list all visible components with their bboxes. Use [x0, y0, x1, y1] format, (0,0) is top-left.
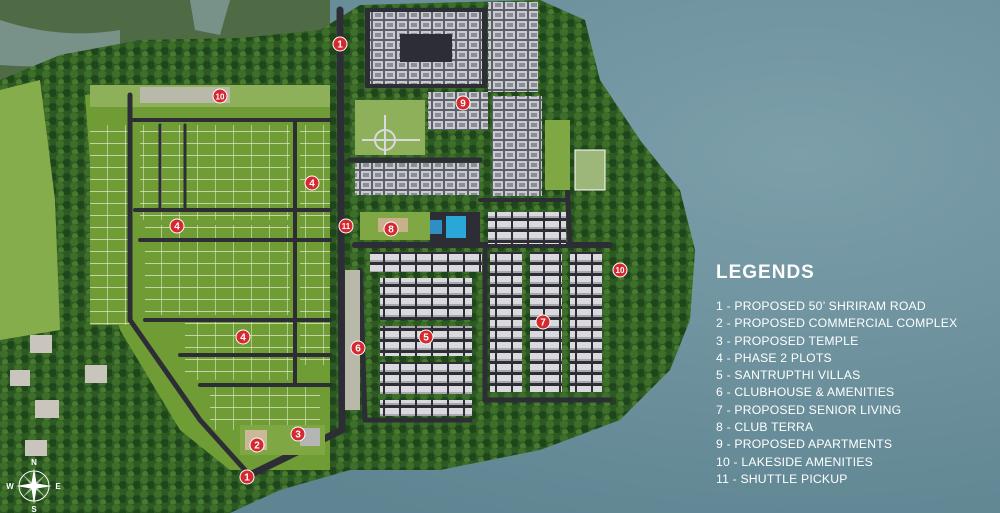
legend-list: 1 - PROPOSED 50’ SHRIRAM ROAD 2 - PROPOS…	[716, 298, 996, 488]
legend-item: 3 - PROPOSED TEMPLE	[716, 333, 859, 348]
marker-4-c[interactable]: 4	[235, 329, 251, 345]
legend-item: 9 - PROPOSED APARTMENTS	[716, 437, 893, 452]
legend-item: 6 - CLUBHOUSE & AMENITIES	[716, 385, 895, 400]
svg-text:5: 5	[423, 333, 429, 344]
svg-text:3: 3	[295, 430, 301, 441]
svg-text:4: 4	[309, 179, 315, 190]
marker-4-b[interactable]: 4	[169, 218, 185, 234]
apt-block-a2	[370, 62, 482, 84]
house	[25, 440, 47, 456]
apt-block-d	[492, 96, 542, 196]
svg-text:10: 10	[216, 93, 225, 102]
marker-9[interactable]: 9	[455, 95, 471, 111]
compass-rose-icon: N S E W	[6, 458, 61, 513]
clubhouse-strip	[345, 270, 360, 410]
legend-title: LEGENDS	[716, 262, 815, 283]
legend-item: 2 - PROPOSED COMMERCIAL COMPLEX	[716, 316, 958, 331]
plot-block-c	[185, 320, 295, 380]
legend-item: 11 - SHUTTLE PICKUP	[716, 471, 848, 486]
svg-text:7: 7	[540, 318, 546, 329]
svg-text:1: 1	[244, 473, 250, 484]
marker-11[interactable]: 11	[338, 218, 354, 234]
amenity-deck	[140, 87, 230, 103]
svg-text:4: 4	[174, 222, 180, 233]
swimming-pool	[446, 216, 466, 238]
svg-text:9: 9	[460, 99, 466, 110]
marker-10-right[interactable]: 10	[612, 262, 628, 278]
plaza-lawn	[355, 100, 425, 155]
marker-2[interactable]: 2	[249, 437, 265, 453]
svg-text:6: 6	[355, 344, 361, 355]
legend-panel: LEGENDS 1 - PROPOSED 50’ SHRIRAM ROAD 2 …	[716, 262, 996, 488]
apt-block-a1	[370, 12, 482, 34]
legend-item: 5 - SANTRUPTHI VILLAS	[716, 368, 861, 383]
apt-block-b	[488, 2, 538, 92]
villa-row-4	[380, 362, 472, 394]
marker-1-top[interactable]: 1	[332, 36, 348, 52]
house	[10, 370, 30, 386]
compass-w: W	[6, 482, 14, 491]
apt-block-e	[355, 163, 480, 195]
legend-item: 1 - PROPOSED 50’ SHRIRAM ROAD	[716, 299, 926, 313]
plot-block-a	[140, 125, 290, 220]
svg-text:1: 1	[337, 40, 343, 51]
road-network	[127, 6, 613, 479]
compass-s: S	[31, 505, 37, 513]
legend-item: 7 - PROPOSED SENIOR LIVING	[716, 402, 902, 417]
apt-block-a3	[370, 34, 400, 62]
house	[35, 400, 59, 418]
villa-row-2	[380, 278, 472, 320]
legend-item: 8 - CLUB TERRA	[716, 420, 814, 435]
senior-col-3	[570, 252, 602, 392]
marker-5[interactable]: 5	[418, 329, 434, 345]
legend-item: 10 - LAKESIDE AMENITIES	[716, 454, 873, 469]
marker-8[interactable]: 8	[383, 221, 399, 237]
senior-col-1	[490, 252, 522, 392]
apt-block-a4	[452, 34, 482, 62]
svg-text:2: 2	[254, 441, 260, 452]
compass-n: N	[31, 458, 37, 467]
marker-7[interactable]: 7	[535, 314, 551, 330]
svg-text:10: 10	[616, 266, 625, 275]
svg-text:4: 4	[240, 333, 246, 344]
house	[85, 365, 107, 383]
sports-court	[574, 149, 606, 191]
marker-10-top[interactable]: 10	[212, 88, 228, 104]
villa-row-5	[380, 400, 472, 416]
senior-living-row	[488, 212, 566, 244]
pond-2	[190, 0, 230, 35]
plot-block-d	[210, 385, 320, 430]
svg-text:11: 11	[342, 222, 351, 231]
marker-6[interactable]: 6	[350, 340, 366, 356]
marker-3[interactable]: 3	[290, 426, 306, 442]
east-lawn	[545, 120, 570, 190]
plot-block-e	[300, 125, 330, 365]
legend-item: 4 - PHASE 2 PLOTS	[716, 350, 832, 365]
compass-e: E	[55, 482, 61, 491]
plot-block-f	[90, 125, 130, 325]
open-field	[0, 80, 60, 340]
villa-row-1	[370, 252, 482, 272]
kids-pool	[430, 220, 442, 234]
marker-1-bottom[interactable]: 1	[239, 469, 255, 485]
house	[30, 335, 52, 353]
marker-4-a[interactable]: 4	[304, 175, 320, 191]
svg-text:8: 8	[388, 225, 394, 236]
